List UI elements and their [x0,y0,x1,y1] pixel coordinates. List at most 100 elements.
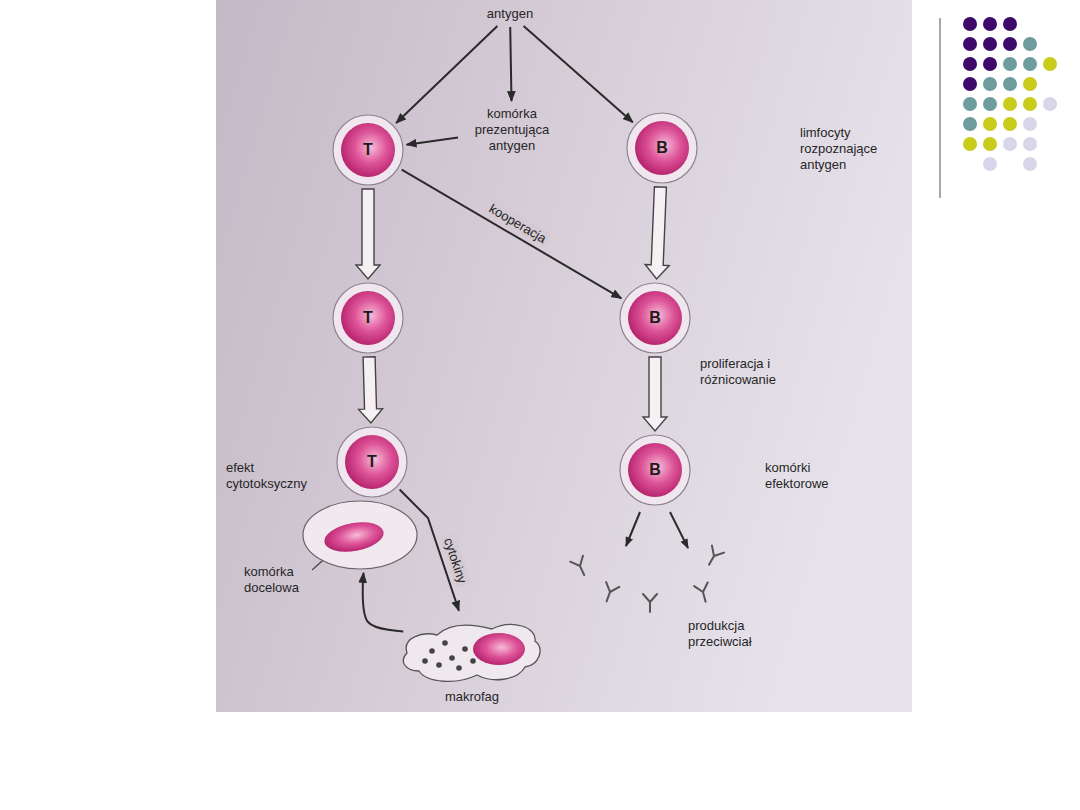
antibodies [570,546,724,612]
antigen-label: antygen [482,4,539,24]
cell-letter: B [619,282,691,354]
annotation: proliferacja i różnicowanie [700,356,800,388]
dot [1003,117,1017,131]
granule [422,658,428,664]
node-label: komórka prezentująca antygen [465,106,559,154]
node-label: antygen [486,6,535,22]
annotation: produkcja przeciwciał [688,618,778,650]
granule [436,662,442,668]
dot [963,37,977,51]
edge-label: cytokiny [440,533,471,588]
dot [1023,137,1037,151]
macrophage-membrane [403,625,540,682]
edge-label: kooperacja [484,200,552,248]
t-lymphocyte: T [332,282,404,354]
secretion-arrow [670,512,688,548]
dot-decoration [963,17,1057,171]
dot [963,137,977,151]
granule [462,646,468,652]
antibody [570,556,590,578]
cell-letter: B [626,112,698,184]
cell-membrane [620,435,690,505]
block-arrow [643,357,667,431]
block-arrow [359,357,383,423]
dot [963,57,977,71]
target-cell-outline [302,500,418,570]
dot [1023,77,1037,91]
b-lymphocyte: B [619,282,691,354]
b-lymphocyte: B [626,112,698,184]
dot [1003,17,1017,31]
macrophage-outline [397,613,547,687]
dot [1043,57,1057,71]
cell-letter: T [332,114,404,186]
dot [983,37,997,51]
antibody [600,582,619,604]
dot [1003,57,1017,71]
macrophage: makrofag [397,613,547,687]
antibody [694,582,712,603]
granule [442,640,448,646]
dot [963,117,977,131]
secretion-arrow [626,512,640,546]
dot [983,77,997,91]
arrow [363,573,404,632]
apc-label: komórka prezentująca antygen [461,104,563,156]
dot [983,57,997,71]
cell-nucleus [473,633,525,665]
dot [1003,77,1017,91]
antibody [643,594,657,612]
arrow [510,27,511,101]
cell-membrane [303,501,417,569]
dot [1003,37,1017,51]
dot [963,77,977,91]
t-lymphocyte: T [336,426,408,498]
dot [963,17,977,31]
dot [983,117,997,131]
granule [470,658,476,664]
t-lymphocyte: T [332,114,404,186]
dot [1023,37,1037,51]
arrow [524,26,633,122]
dot [983,97,997,111]
arrow [396,26,497,123]
cell-membrane [620,283,690,353]
photo-background [216,0,912,712]
cell-letter: B [619,434,691,506]
dot [1023,57,1037,71]
node-label: komórka docelowa [244,564,314,596]
block-arrow [645,187,669,279]
cell-letter: T [332,282,404,354]
dot [983,17,997,31]
cell-membrane [627,113,697,183]
annotation: efekt cytotoksyczny [226,460,321,492]
antibody [703,546,724,569]
arrow [402,170,622,299]
arrow [407,137,458,144]
dot [1003,137,1017,151]
annotation: limfocyty rozpoznające antygen [800,125,908,173]
block-arrow [356,189,380,279]
granule [449,655,455,661]
dot [1003,97,1017,111]
node-label: makrofag [397,689,547,705]
dot [1023,157,1037,171]
dot [1023,97,1037,111]
b-lymphocyte: B [619,434,691,506]
cell-membrane [337,427,407,497]
dot [1023,117,1037,131]
dot [1043,97,1057,111]
granule [429,648,435,654]
annotation: komórki efektorowe [765,460,845,492]
cell-letter: T [336,426,408,498]
cell-membrane [333,283,403,353]
cell-nucleus [322,518,386,556]
dot [963,97,977,111]
dot [983,157,997,171]
divider-line [940,18,941,198]
target-cell: komórka docelowa [302,500,418,570]
